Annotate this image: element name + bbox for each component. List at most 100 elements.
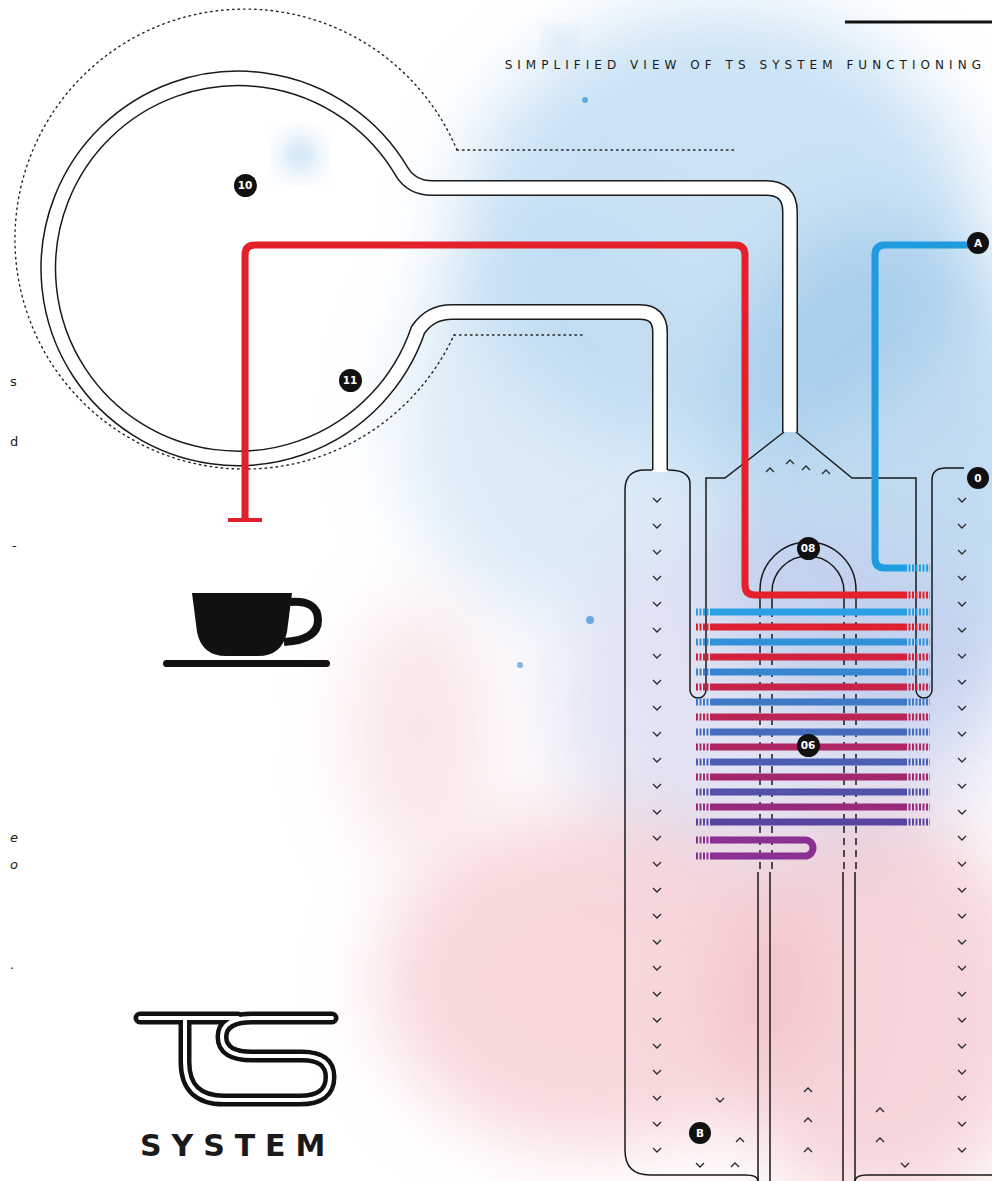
flow-chevron [653,576,661,580]
callout-text: 10 [238,180,253,191]
cold-pipe-end [905,565,930,572]
coil-end [696,684,712,691]
diagram-title: SIMPLIFIED VIEW OF TS SYSTEM FUNCTIONING [505,58,986,72]
flow-chevron [958,1044,966,1048]
flow-chevron [653,524,661,528]
flow-chevron [653,862,661,866]
flow-chevron [653,836,661,840]
callout-circle [234,174,257,197]
flow-chevron [786,460,794,464]
flow-chevron [802,466,810,470]
exchanger-coil [712,774,905,781]
flow-chevron [958,602,966,606]
callout-number: 08 [797,537,820,560]
exchanger-coil [712,669,905,676]
flow-chevron [653,940,661,944]
paint-splash [551,33,569,51]
coil-end [905,609,930,616]
flow-chevron [653,888,661,892]
exchanger-coil [712,759,905,766]
flow-chevron [958,810,966,814]
flow-chevron [653,602,661,606]
coffee-cup-icon [163,593,330,667]
flow-chevron [958,1148,966,1152]
ts-logo [140,1018,332,1100]
loop-pipe [48,78,790,472]
callout-text: B [696,1128,704,1139]
coil-end [905,789,930,796]
flow-chevron [804,1088,812,1092]
cup-handle [284,602,318,642]
coil-end [696,624,712,631]
logo-outline [140,1018,332,1100]
callout-circle [797,537,820,560]
exchanger-coil [712,789,905,796]
flow-chevron [653,810,661,814]
flow-chevron [653,914,661,918]
flow-chevron [958,914,966,918]
callout-circle [967,232,989,254]
paint-splash [586,616,594,624]
flow-chevron [958,992,966,996]
tube-arch [772,556,844,610]
flow-chevron [731,1163,739,1167]
flow-chevron [653,654,661,658]
coil-end [696,654,712,661]
flow-chevron [696,1163,704,1167]
flow-chevron [958,784,966,788]
coil-end [905,819,930,826]
flow-chevron [653,784,661,788]
flow-chevron [958,654,966,658]
callout-circle [797,734,820,757]
exchanger-coil [712,639,905,646]
callout-text: 08 [801,543,816,554]
text-fragment: - [12,538,17,553]
flow-chevron [958,498,966,502]
flow-chevron [736,1138,744,1142]
flow-chevron [653,732,661,736]
flow-chevron [716,1098,724,1102]
flow-marks [653,460,966,1167]
callout-text: 06 [801,740,816,751]
logo-wordmark: SYSTEM [140,1128,335,1163]
flow-chevron [653,1044,661,1048]
flow-chevron [958,758,966,762]
hot-pipe-end [905,592,930,599]
flow-chevron [653,498,661,502]
flow-chevron [653,680,661,684]
exchanger-coil [712,654,905,661]
paint-splash [517,662,523,668]
callout-number: 0 [967,467,989,489]
title-bar [845,21,992,24]
flow-chevron [958,888,966,892]
callout-circle [689,1122,711,1144]
flow-chevron [653,1070,661,1074]
exchanger-coil [712,714,905,721]
coil-end [905,759,930,766]
flow-chevron [958,836,966,840]
center-tube [770,872,843,1181]
text-fragment: s [10,374,17,389]
flow-chevron [958,1018,966,1022]
water-pipes [228,245,968,595]
coil-end [696,819,712,826]
exchanger-coil [712,609,905,616]
callout-text: A [974,238,982,249]
coil-end [905,624,930,631]
flow-chevron [653,1018,661,1022]
coil-end [905,714,930,721]
cup-body [192,593,292,656]
flow-chevron [653,966,661,970]
coil-end [696,759,712,766]
outer-wall [855,1175,992,1181]
coil-end [905,744,930,751]
exchanger-housing [625,432,992,1181]
flow-chevron [958,1096,966,1100]
coil-end [696,804,712,811]
coil-end [696,669,712,676]
coil-end [696,714,712,721]
flow-chevron [653,1148,661,1152]
flow-chevron [653,628,661,632]
